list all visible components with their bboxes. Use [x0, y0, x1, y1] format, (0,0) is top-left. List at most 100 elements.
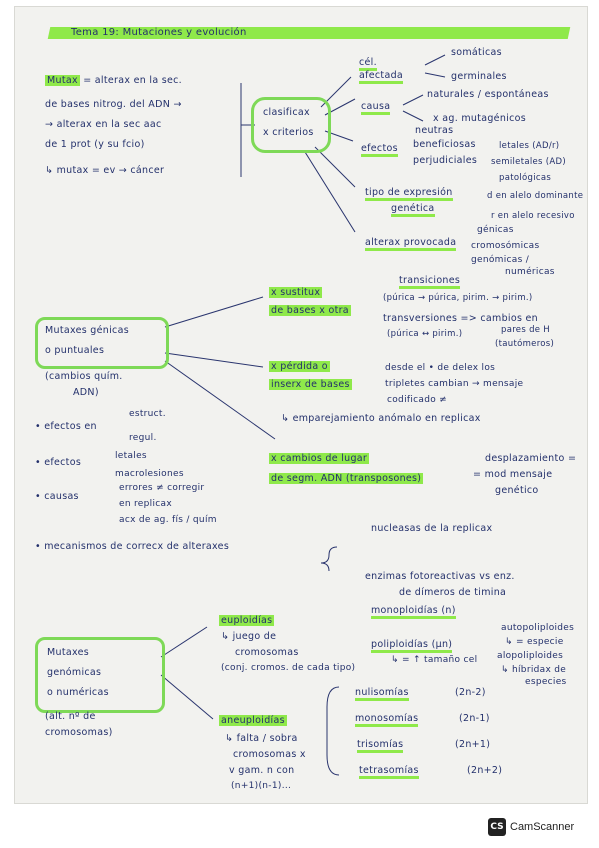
- causa-mutagenic: x ag. mutagénicos: [433, 113, 526, 124]
- efectos-macrolesiones: macrolesiones: [115, 469, 184, 479]
- efecto-letales: letales (AD/r): [499, 141, 560, 151]
- euploidias-detail-3: (conj. cromos. de cada tipo): [221, 663, 356, 673]
- intro-line-2: de bases nitrog. del ADN →: [45, 99, 182, 110]
- transiciones-detail: (púrica → púrica, pirim. → pirim.): [383, 293, 533, 303]
- genicas-box: [35, 317, 169, 369]
- causa-label: causa: [361, 101, 391, 115]
- euploidias-detail-2: cromosomas: [235, 647, 299, 658]
- tipo-dominante: d en alelo dominante: [487, 191, 584, 201]
- cel-somaticas: somáticas: [451, 47, 502, 58]
- bullet-causas: • causas: [35, 491, 79, 502]
- efecto-neutras: neutras: [415, 125, 454, 136]
- efecto-patologicas: patológicas: [499, 173, 552, 183]
- intro-line-5: ↳ mutax = ev → cáncer: [45, 165, 165, 176]
- causa-3: acx de ag. fís / quím: [119, 515, 217, 525]
- alterax-genicas: génicas: [477, 225, 514, 235]
- alterax-genomicas: genómicas /: [471, 255, 530, 265]
- euploidias-detail-1: ↳ juego de: [221, 631, 277, 642]
- page-title: Tema 19: Mutaciones y evolución: [71, 27, 247, 38]
- cel-label-2: afectada: [359, 70, 404, 84]
- genomicas-title-2: genómicas: [47, 667, 102, 678]
- trisomias: trisomías: [357, 739, 404, 753]
- classification-label-2: x criterios: [263, 127, 314, 138]
- autopoliploides: autopoliploides: [501, 623, 575, 633]
- cel-label-1: cél.: [359, 57, 377, 71]
- tipo-label-1: tipo de expresión: [365, 187, 453, 201]
- monosomias: monosomías: [355, 713, 419, 727]
- mecanismo-1: nucleasas de la replicax: [371, 523, 493, 534]
- nulisomias: nulisomías: [355, 687, 409, 701]
- bullet-mecanismos: • mecanismos de correcx de alteraxes: [35, 541, 230, 552]
- euploidias-label: euploidías: [219, 615, 275, 626]
- efectos-regul: regul.: [129, 433, 157, 443]
- intro-line-1: Mutax = alterax en la sec.: [45, 75, 182, 86]
- causa-2: en replicax: [119, 499, 172, 509]
- cambios-result-2: = mod mensaje: [473, 469, 553, 480]
- tautomeros: (tautómeros): [495, 339, 555, 349]
- alopoliploides-sub-2: especies: [525, 677, 567, 687]
- aneuploidias-detail-1: ↳ falta / sobra: [225, 733, 298, 744]
- bullet-efectos: • efectos: [35, 457, 82, 468]
- alterax-cromosomicas: cromosómicas: [471, 241, 540, 251]
- genicas-title-1: Mutaxes génicas: [45, 325, 129, 336]
- perdida-detail-3: codificado ≠: [387, 395, 448, 405]
- perdida-label-1: x pérdida o: [269, 361, 330, 372]
- alopoliploides: alopoliploides: [497, 651, 564, 661]
- tipo-recesivo: r en alelo recesivo: [491, 211, 575, 221]
- mecanismo-3: de dímeros de timina: [399, 587, 507, 598]
- transversiones-label: transversiones => cambios en: [383, 313, 538, 324]
- causa-natural: naturales / espontáneas: [427, 89, 549, 100]
- alterax-numericas: numéricas: [505, 267, 555, 277]
- bullet-efectos-en: • efectos en: [35, 421, 97, 432]
- poliploidias-sub: ↳ = ↑ tamaño cel: [391, 655, 478, 665]
- nulisomias-formula: (2n-2): [455, 687, 486, 698]
- genomicas-title-3: o numéricas: [47, 687, 109, 698]
- cambios-result-1: desplazamiento =: [485, 453, 577, 464]
- efecto-perjudiciales: perjudiciales: [413, 155, 478, 166]
- aneuploidias-label: aneuploidías: [219, 715, 287, 726]
- cel-germinales: germinales: [451, 71, 507, 82]
- monoploidias: monoploidías (n): [371, 605, 456, 619]
- perdida-label-2: inserx de bases: [269, 379, 352, 390]
- transiciones-label: transiciones: [399, 275, 461, 289]
- tetrasomias-formula: (2n+2): [467, 765, 503, 776]
- efecto-beneficiosas: beneficiosas: [413, 139, 476, 150]
- intro-line-4: de 1 prot (y su fcio): [45, 139, 145, 150]
- alopoliploides-sub-1: ↳ híbridax de: [501, 665, 567, 675]
- aneuploidias-detail-3: v gam. n con: [229, 765, 295, 776]
- genomicas-title-1: Mutaxes: [47, 647, 89, 658]
- camscanner-logo-icon: CS: [488, 818, 506, 836]
- genicas-sub-1: (cambios quím.: [45, 371, 123, 382]
- sustitux-label-2: de bases x otra: [269, 305, 351, 316]
- classification-label-1: clasificax: [263, 107, 310, 118]
- classification-box: [251, 97, 331, 153]
- aneuploidias-detail-2: cromosomas x: [233, 749, 306, 760]
- intro-line-3: → alterax en la sec aac: [45, 119, 162, 130]
- perdida-detail-1: desde el • de delex los: [385, 363, 496, 373]
- genomicas-sub-1: (alt. nº de: [45, 711, 96, 722]
- mutax-definition: = alterax en la sec.: [83, 75, 183, 86]
- genomicas-box: [35, 637, 165, 713]
- autopoliploides-sub: ↳ = especie: [505, 637, 564, 647]
- tipo-label-2: genética: [391, 203, 435, 217]
- aneuploidias-detail-4: (n+1)(n-1)...: [231, 781, 292, 791]
- monosomias-formula: (2n-1): [459, 713, 490, 724]
- cambios-label-1: x cambios de lugar: [269, 453, 370, 464]
- alterax-label: alterax provocada: [365, 237, 457, 251]
- perdida-detail-2: tripletes cambian → mensaje: [385, 379, 524, 389]
- tetrasomias: tetrasomías: [359, 765, 419, 779]
- genicas-sub-2: ADN): [73, 387, 99, 398]
- efectos-letales: letales: [115, 451, 147, 461]
- genicas-title-2: o puntuales: [45, 345, 105, 356]
- cambios-result-3: genético: [495, 485, 539, 496]
- camscanner-watermark: CS CamScanner: [488, 818, 574, 836]
- trisomias-formula: (2n+1): [455, 739, 491, 750]
- mecanismo-2: enzimas fotoreactivas vs enz.: [365, 571, 515, 582]
- efecto-semiletales: semiletales (AD): [491, 157, 566, 167]
- genomicas-sub-2: cromosomas): [45, 727, 113, 738]
- transversiones-detail: (púrica ↔ pirim.): [387, 329, 463, 339]
- efectos-label: efectos: [361, 143, 398, 157]
- mutax-term: Mutax: [45, 75, 80, 86]
- perdida-detail-4: ↳ emparejamiento anómalo en replicax: [281, 413, 481, 424]
- sustitux-label-1: x sustitux: [269, 287, 323, 298]
